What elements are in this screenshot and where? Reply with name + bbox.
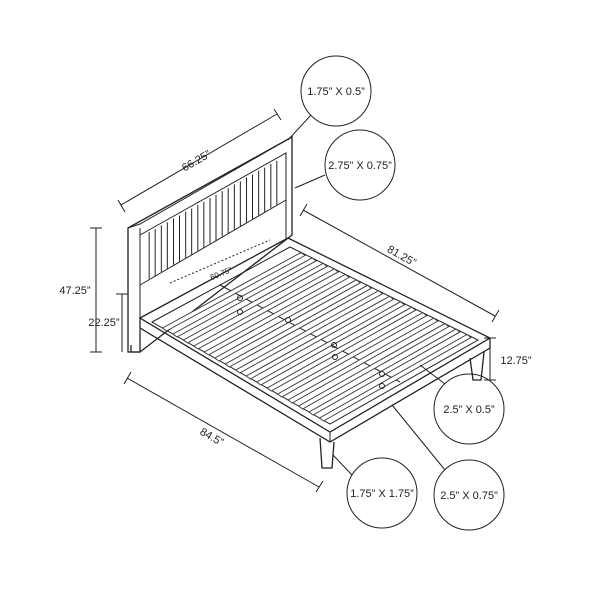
platform-slat [193, 268, 340, 350]
headboard-slat [197, 201, 205, 251]
headboard-slat [270, 160, 278, 209]
platform-slat [203, 273, 351, 356]
callout-leg-label: 1.75” X 1.75” [350, 488, 414, 500]
platform-slat [255, 301, 406, 386]
callout-circle-hb-slat [324, 129, 396, 201]
callout-circle-leg [346, 457, 418, 529]
platform-slat [266, 306, 417, 392]
headboard-slat [221, 188, 229, 237]
headboard-slat [160, 222, 168, 272]
platform-slat [224, 284, 373, 368]
headboard-slat [246, 174, 253, 223]
headboard-slat [148, 229, 156, 279]
dimension-lines [90, 108, 500, 493]
platform-slat [308, 328, 461, 416]
callout-circle-rail [433, 459, 505, 531]
callout-slat-label: 2.5” X 0.5” [443, 404, 495, 416]
platform-slat [287, 317, 439, 404]
platform-slat [172, 257, 317, 338]
headboard-slat [209, 195, 217, 244]
headboard [127, 135, 293, 353]
callout-rail-label: 2.5” X 0.75” [440, 490, 498, 502]
callout-circle-post [300, 55, 372, 127]
platform-slat [276, 312, 428, 398]
headboard-slat [185, 208, 193, 258]
bed-frame [130, 237, 492, 469]
callout-post-label: 1.75” X 0.5” [307, 86, 365, 98]
frame-width-label: 84.5” [198, 426, 226, 449]
platform-slat [297, 323, 450, 410]
platform-slat [161, 251, 306, 332]
headboard-slat [233, 181, 241, 230]
platform-slat [318, 333, 472, 422]
platform-slat [245, 295, 395, 380]
platform-slat [234, 290, 384, 374]
platform-slat [213, 279, 362, 362]
platform-slat [182, 262, 329, 344]
callout-hb-slat-label: 2.75” X 0.75” [328, 160, 392, 172]
headboard-height-label: 47.25” [59, 285, 91, 297]
frame-length-label: 81.25” [385, 244, 418, 270]
callout-circle-slat [433, 373, 505, 445]
frame-height-label: 22.25” [88, 317, 120, 329]
rail-height-label: 12.75” [500, 355, 532, 367]
callout-circles [287, 55, 505, 531]
headboard-slat [258, 167, 266, 216]
headboard-width-label: 66.25” [180, 148, 213, 174]
headboard-slat [173, 215, 180, 265]
